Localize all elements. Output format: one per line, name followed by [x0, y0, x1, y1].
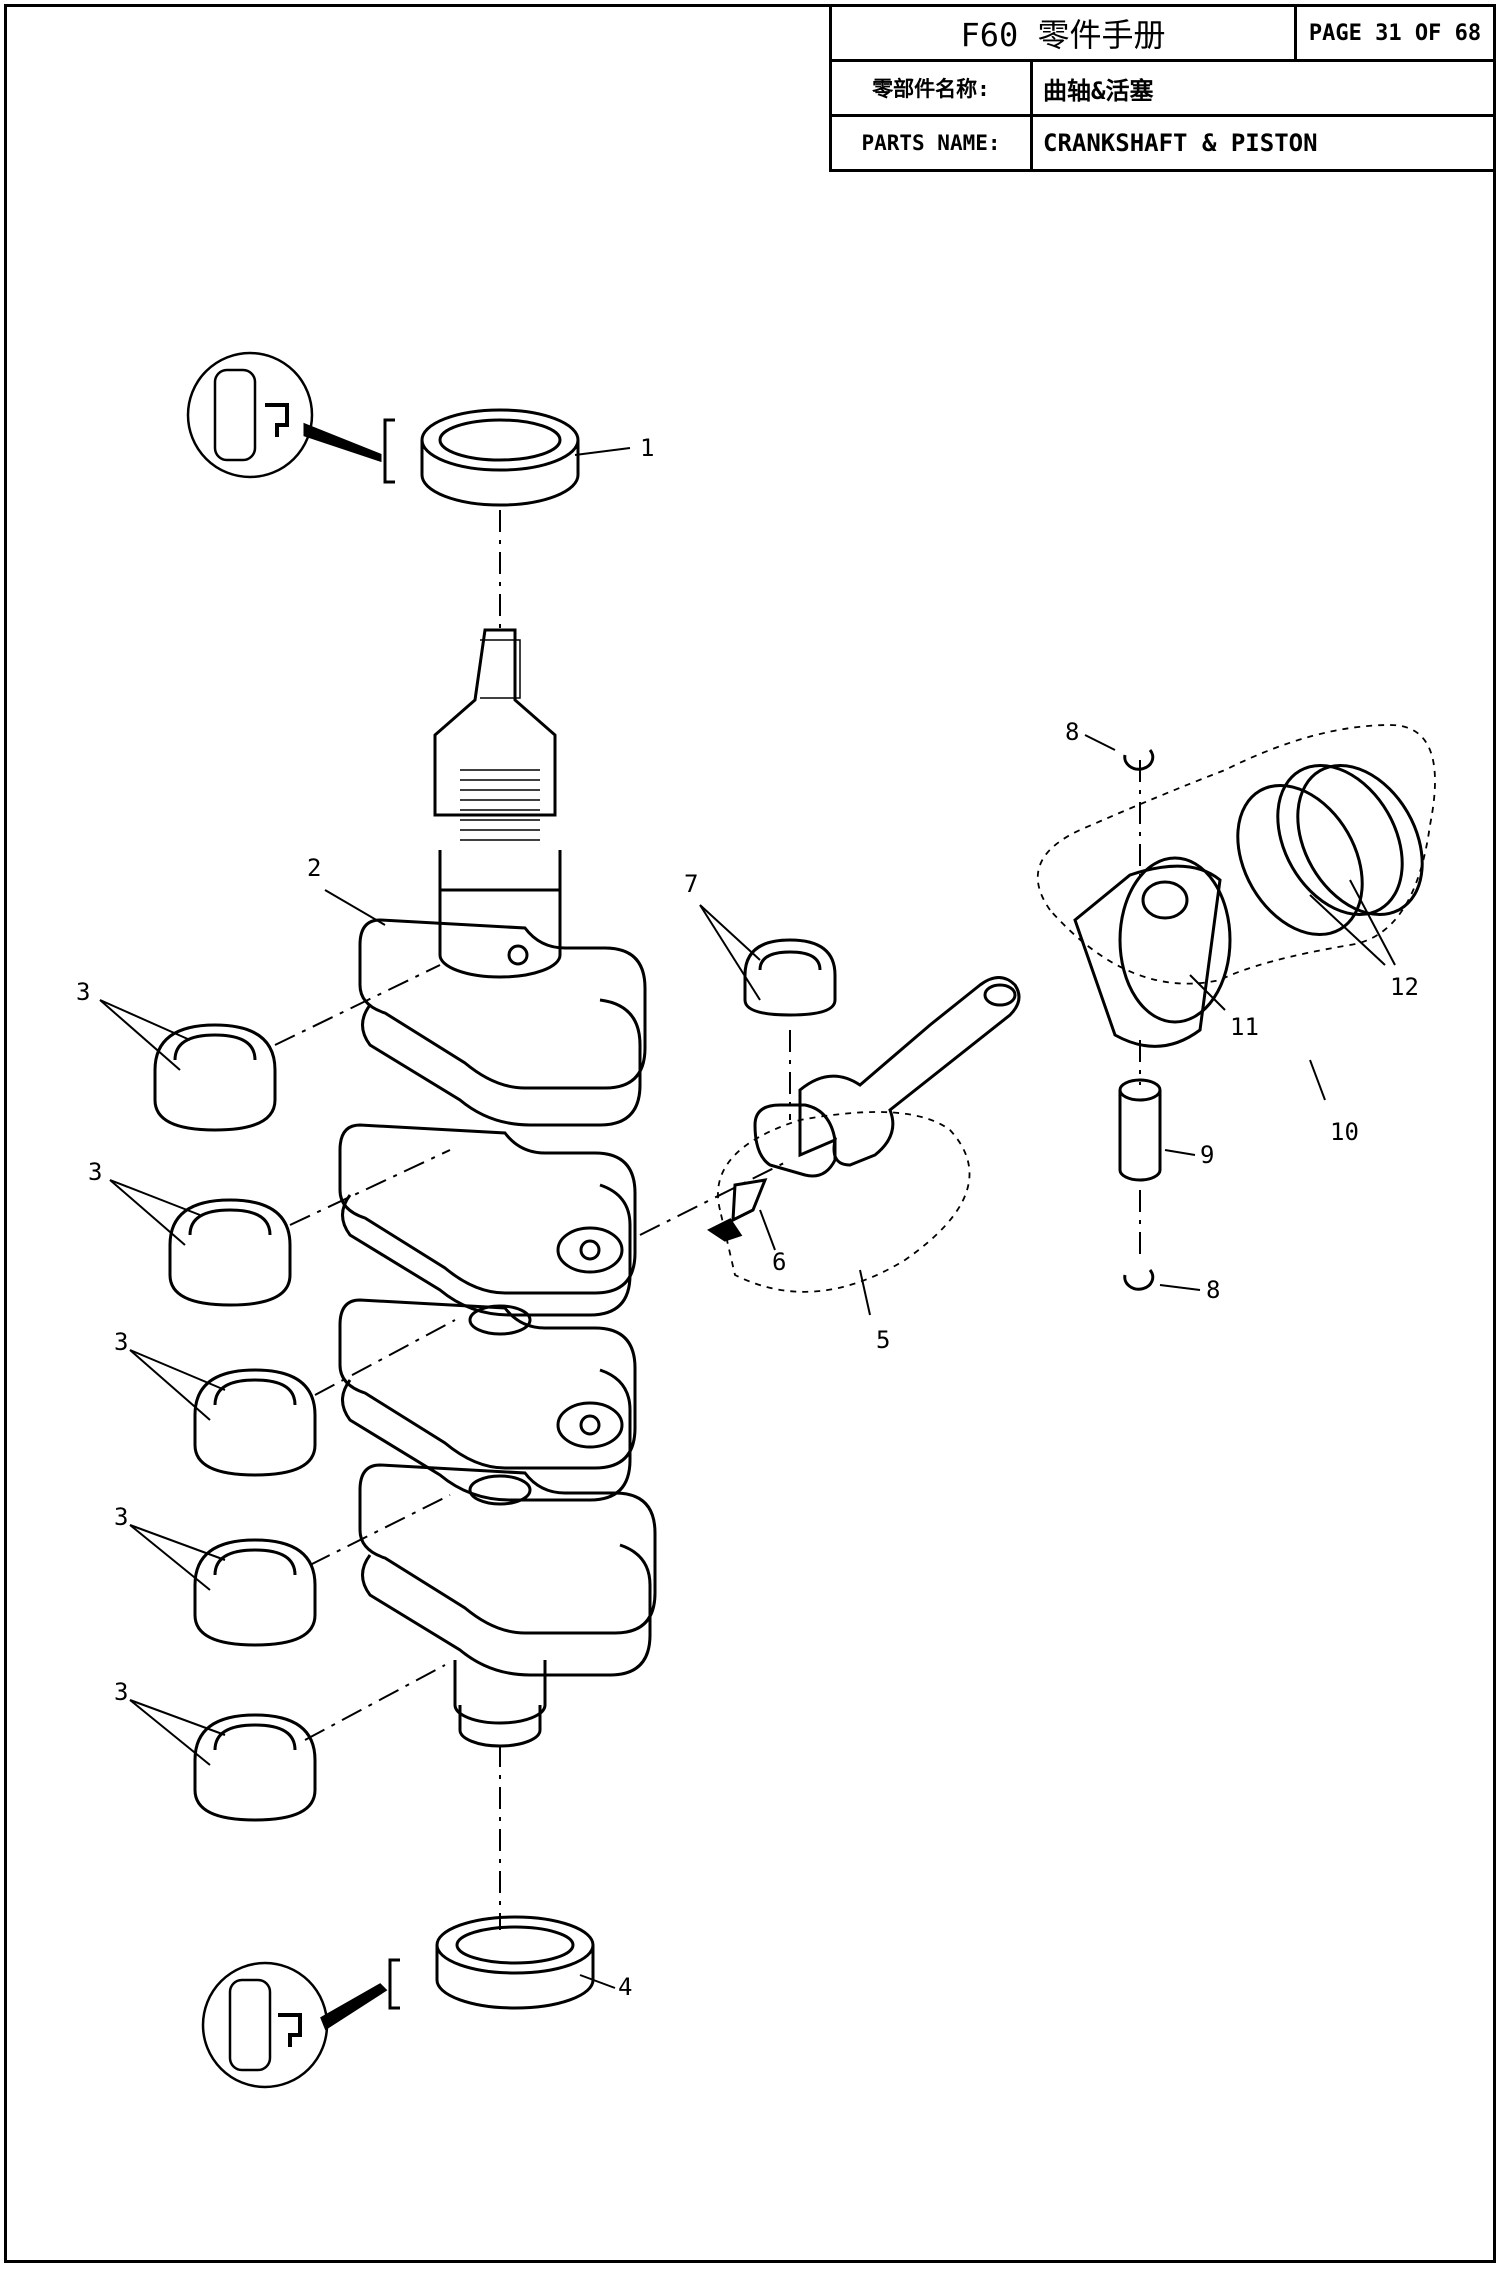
manual-title: F60 零件手册 [829, 4, 1297, 62]
callout-5: 5 [876, 1326, 890, 1354]
piston-assembly [1036, 724, 1436, 1291]
main-bearing-2 [168, 1198, 292, 1307]
connecting-rod [707, 976, 1021, 1293]
main-bearing-1 [153, 1023, 277, 1132]
page-number: PAGE 31 OF 68 [1294, 4, 1496, 62]
callout-3e: 3 [114, 1678, 128, 1706]
oil-seal-bottom [435, 1915, 595, 2010]
callout-3c: 3 [114, 1328, 128, 1356]
drawing-frame [4, 4, 1496, 2263]
rod-bearing [743, 938, 837, 1017]
callout-7: 7 [684, 870, 698, 898]
callout-11: 11 [1230, 1013, 1259, 1041]
callout-3a: 3 [76, 978, 90, 1006]
callout-10: 10 [1330, 1118, 1359, 1146]
callout-6: 6 [772, 1248, 786, 1276]
callout-4: 4 [618, 1973, 632, 2001]
callout-3d: 3 [114, 1503, 128, 1531]
leader-lines [99, 447, 1396, 1989]
title-block: F60 零件手册 PAGE 31 OF 68 零部件名称: 曲轴&活塞 PART… [829, 4, 1496, 172]
callout-12: 12 [1390, 973, 1419, 1001]
main-bearing-5 [193, 1713, 317, 1822]
parts-name: CRANKSHAFT & PISTON [1030, 114, 1496, 172]
main-bearing-3 [193, 1368, 317, 1477]
callout-8-bottom: 8 [1206, 1276, 1220, 1304]
seal-detail-inset-top [186, 351, 395, 484]
callout-3b: 3 [88, 1158, 102, 1186]
main-bearing-4 [193, 1538, 317, 1647]
oil-seal-top [420, 408, 580, 507]
crankshaft [338, 628, 657, 1748]
cn-parts-name-label: 零部件名称: [829, 59, 1033, 117]
cn-parts-name: 曲轴&活塞 [1030, 59, 1496, 117]
center-lines [274, 510, 1141, 1930]
parts-name-label: PARTS NAME: [829, 114, 1033, 172]
callout-1: 1 [640, 434, 654, 462]
seal-detail-inset-bottom [201, 1958, 400, 2089]
callout-2: 2 [307, 854, 321, 882]
callout-9: 9 [1200, 1141, 1214, 1169]
callout-8-top: 8 [1065, 718, 1079, 746]
